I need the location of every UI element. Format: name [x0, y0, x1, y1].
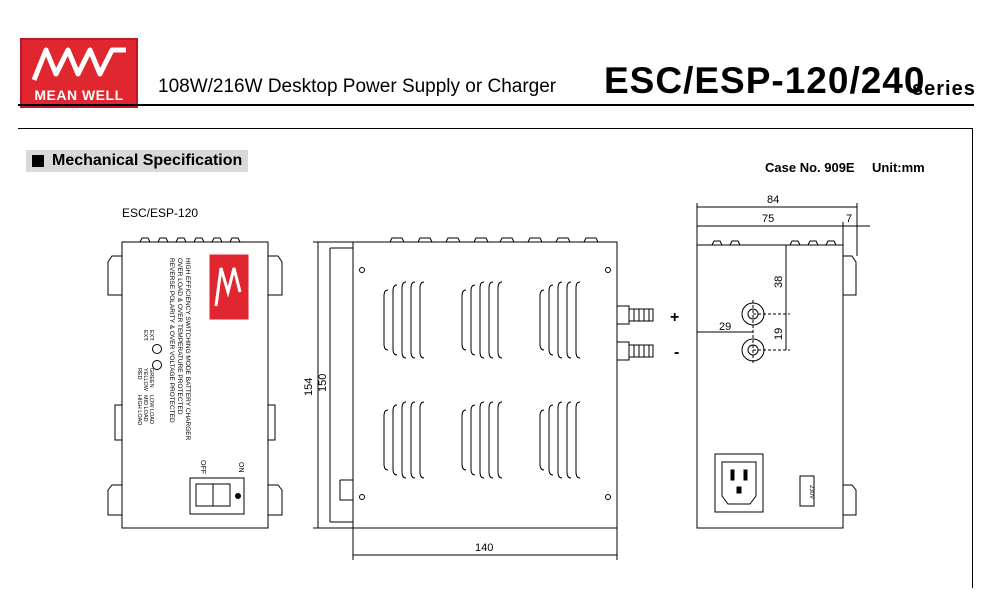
- dim-84: 84: [767, 194, 779, 206]
- dim-19: 19: [773, 328, 785, 340]
- switch-on-label: ON: [237, 462, 244, 473]
- led-load-mid: MID LOAD: [142, 395, 148, 422]
- dim-150: 150: [317, 374, 329, 392]
- led-ext-label-1: EXT.: [148, 330, 154, 342]
- switch-off-label: OFF: [199, 460, 206, 474]
- dim-154: 154: [303, 378, 315, 396]
- led-red: [152, 360, 162, 370]
- vents-upper: [383, 281, 581, 359]
- unit-label: Unit:mm: [872, 160, 925, 175]
- logo-text: MEAN WELL: [34, 87, 124, 103]
- led-ext-label-2: EXT.: [142, 330, 148, 342]
- dim-75: 75: [762, 213, 774, 225]
- minus-terminal-sign: -: [674, 344, 679, 361]
- dim-38: 38: [773, 276, 785, 288]
- section-heading: Mechanical Specification: [26, 150, 249, 172]
- power-switch: [189, 477, 245, 515]
- dim-7: 7: [846, 213, 852, 225]
- dim-140: 140: [475, 542, 493, 554]
- series-word: series: [912, 78, 976, 100]
- bullet-square-icon: [32, 155, 44, 167]
- front-label-line-2: OVER LOAD & OVER TEMPERATURE PROTECTED: [176, 258, 183, 415]
- vents-lower: [383, 401, 581, 479]
- dim-29: 29: [719, 321, 731, 333]
- front-label-line-1: HIGH EFFICIENCY SWITCHING MODE BATTERY C…: [184, 258, 191, 441]
- voltage-switch-label: 230V: [808, 485, 814, 499]
- front-top-fins: [139, 237, 241, 243]
- front-view-model-label: ESC/ESP-120: [122, 206, 199, 220]
- led-load-low: LOW LOAD: [148, 395, 154, 424]
- spec-box: [18, 128, 973, 588]
- led-color-green: GREEN: [148, 368, 154, 388]
- section-title: Mechanical Specification: [52, 152, 243, 169]
- plus-terminal-sign: +: [670, 309, 679, 326]
- top-view: [313, 237, 654, 560]
- led-green: [152, 344, 162, 354]
- series-title: ESC/ESP-120/240: [604, 60, 926, 101]
- mean-well-logo: MEAN WELL: [20, 38, 138, 108]
- document-subtitle: 108W/216W Desktop Power Supply or Charge…: [158, 76, 557, 97]
- header-rule: [18, 104, 974, 106]
- side-view: [696, 203, 870, 529]
- case-number: Case No. 909E: [765, 160, 855, 175]
- led-color-red: RED: [136, 368, 142, 380]
- output-terminals: [616, 305, 654, 361]
- voltage-selector: [799, 475, 815, 507]
- led-color-yellow: YELLOW: [142, 368, 148, 392]
- front-label-line-3: REVERSE POLARITY & OVER VOLTAGE PROTECTE…: [168, 258, 175, 423]
- front-view: [107, 237, 283, 529]
- led-load-high: HIGH LOAD: [136, 395, 142, 425]
- mw-logo-icon: [31, 47, 126, 81]
- ac-inlet: [714, 453, 764, 513]
